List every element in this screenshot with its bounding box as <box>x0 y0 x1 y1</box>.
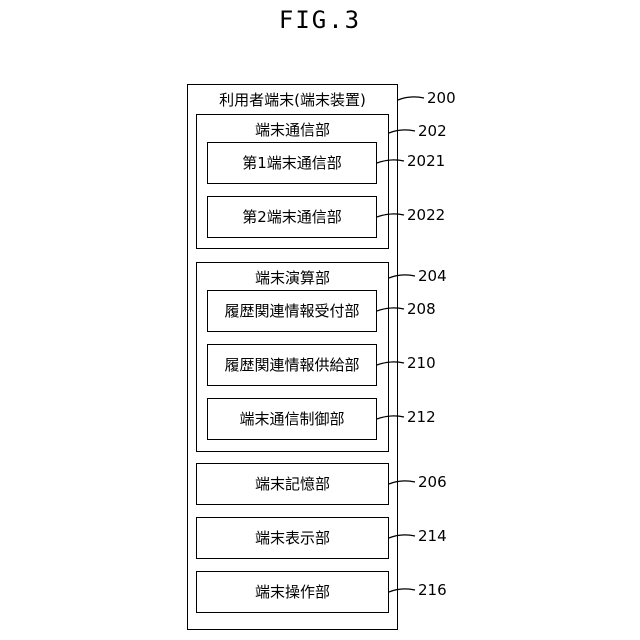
history-info-receiver-block: 履歴関連情報受付部 <box>207 290 377 332</box>
terminal-display-block: 端末表示部 <box>196 517 389 559</box>
leader-200 <box>398 97 424 100</box>
terminal-operation-label: 端末操作部 <box>197 583 388 601</box>
terminal-storage-label: 端末記憶部 <box>197 475 388 493</box>
figure-title: FIG.3 <box>0 6 640 34</box>
second-terminal-communication-block: 第2端末通信部 <box>207 196 377 238</box>
history-info-receiver-label: 履歴関連情報受付部 <box>208 302 376 320</box>
terminal-comm-controller-block: 端末通信制御部 <box>207 398 377 440</box>
terminal-operation-block: 端末操作部 <box>196 571 389 613</box>
history-info-supplier-label: 履歴関連情報供給部 <box>208 356 376 374</box>
ref-204: 204 <box>418 267 447 285</box>
terminal-computation-label: 端末演算部 <box>197 269 388 287</box>
ref-210: 210 <box>407 354 436 372</box>
first-terminal-communication-block: 第1端末通信部 <box>207 142 377 184</box>
ref-2021: 2021 <box>407 152 445 170</box>
ref-2022: 2022 <box>407 206 445 224</box>
user-terminal-label: 利用者端末(端末装置) <box>188 91 397 109</box>
terminal-storage-block: 端末記憶部 <box>196 463 389 505</box>
second-terminal-communication-label: 第2端末通信部 <box>208 208 376 226</box>
ref-206: 206 <box>418 473 447 491</box>
ref-212: 212 <box>407 408 436 426</box>
terminal-display-label: 端末表示部 <box>197 529 388 547</box>
first-terminal-communication-label: 第1端末通信部 <box>208 154 376 172</box>
ref-214: 214 <box>418 527 447 545</box>
ref-208: 208 <box>407 300 436 318</box>
history-info-supplier-block: 履歴関連情報供給部 <box>207 344 377 386</box>
terminal-communication-label: 端末通信部 <box>197 121 388 139</box>
ref-200: 200 <box>427 89 456 107</box>
terminal-comm-controller-label: 端末通信制御部 <box>208 410 376 428</box>
ref-216: 216 <box>418 581 447 599</box>
ref-202: 202 <box>418 122 447 140</box>
